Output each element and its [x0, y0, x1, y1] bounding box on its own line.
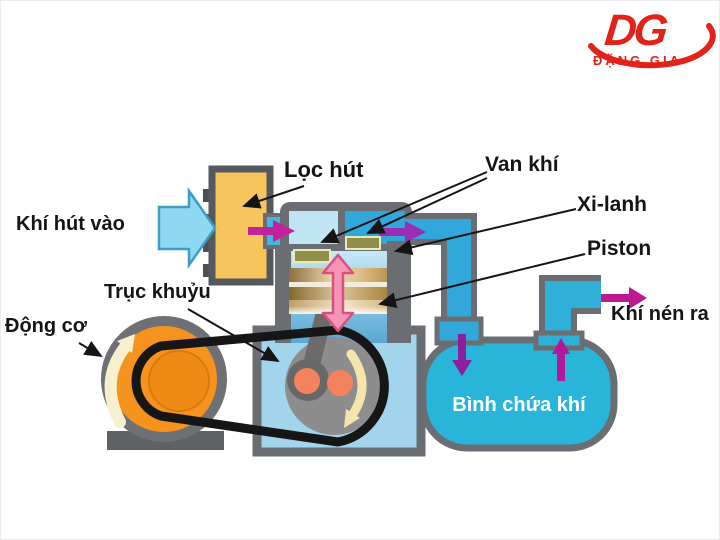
callout-line-filter [242, 185, 305, 209]
air-tank [419, 336, 618, 452]
flow-arrow-filter-to-head-icon [248, 220, 295, 242]
flow-arrow-outlet-icon [601, 287, 647, 309]
flywheel-rotation-arrowhead-icon [344, 409, 360, 428]
flow-arrows [248, 220, 647, 381]
callout-lines [78, 171, 586, 363]
motor-rotation-arrow-icon [104, 341, 131, 428]
label-compressed-air-out: Khí nén ra [611, 303, 709, 325]
crank-pin-left [294, 368, 320, 394]
callout-line-valve-left [320, 171, 488, 244]
callout-line-crankshaft [187, 308, 280, 363]
logo-swoosh-icon [588, 23, 716, 69]
drive-belt [131, 325, 389, 447]
label-suction-filter: Lọc hút [284, 157, 364, 182]
callout-line-motor [78, 340, 103, 358]
crank-pin-right [327, 370, 353, 396]
discharge-valve [345, 236, 381, 250]
flywheel-rotation-arrow-icon [346, 349, 367, 419]
motor [101, 316, 227, 450]
label-crankshaft: Trục khuỷu [104, 281, 211, 303]
brand-logo: DG ĐẶNG GIA [581, 6, 719, 86]
label-motor: Động cơ [5, 315, 87, 337]
callout-line-cylinder [394, 208, 577, 256]
motor-rotation-arrowhead-icon [117, 334, 135, 353]
flow-arrow-tank-to-outlet-icon [552, 338, 570, 381]
label-piston: Piston [587, 237, 652, 260]
label-air-intake: Khí hút vào [16, 213, 125, 235]
air-valves [293, 236, 381, 263]
tank-outlet-pipe [539, 275, 601, 341]
intake-arrow-icon [157, 187, 217, 269]
flow-arrow-head-to-pipe-icon [379, 221, 426, 243]
motor-pulley [148, 350, 210, 412]
logo-monogram: DG [602, 6, 668, 55]
callout-line-piston [378, 253, 586, 308]
flow-arrow-into-tank-icon [452, 334, 472, 376]
callout-line-valve-right [366, 177, 488, 234]
piston-motion-arrow-icon [321, 253, 355, 333]
suction-valve [293, 249, 331, 263]
label-air-tank: Bình chứa khí [452, 394, 586, 416]
logo-brand-name: ĐẶNG GIA [593, 53, 682, 68]
label-air-valves: Van khí [485, 153, 559, 176]
crankshaft-assembly [285, 289, 383, 435]
label-cylinder: Xi-lanh [577, 193, 648, 216]
